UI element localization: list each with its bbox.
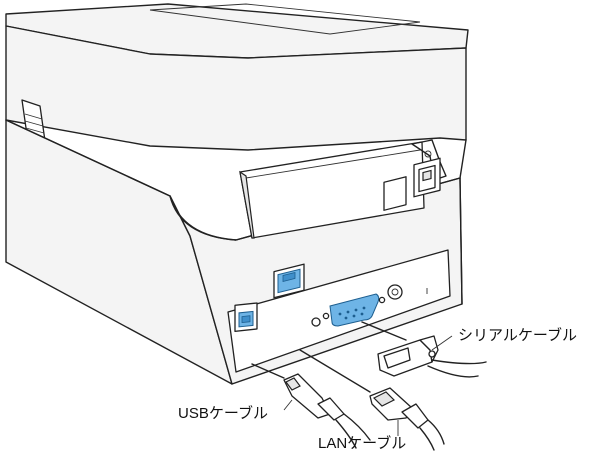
lan-cable-label: LANケーブル xyxy=(318,434,406,452)
usb-cable xyxy=(283,373,371,449)
lan-cable xyxy=(369,387,445,451)
serial-port-icon xyxy=(322,293,386,327)
paper-exit-slot xyxy=(239,139,447,239)
leader-lines xyxy=(283,335,453,436)
connection-lines xyxy=(251,321,407,393)
lan-port-icon xyxy=(273,263,305,299)
printer-top-cover xyxy=(5,3,469,151)
power-jack-icon xyxy=(383,176,407,300)
usb-port-icon xyxy=(234,302,258,332)
usb-cable-label: USBケーブル xyxy=(178,404,268,422)
power-switch-icon xyxy=(413,157,441,294)
serial-cable-label: シリアルケーブル xyxy=(458,326,577,344)
serial-cable xyxy=(377,335,487,378)
connector-panel xyxy=(227,157,451,373)
